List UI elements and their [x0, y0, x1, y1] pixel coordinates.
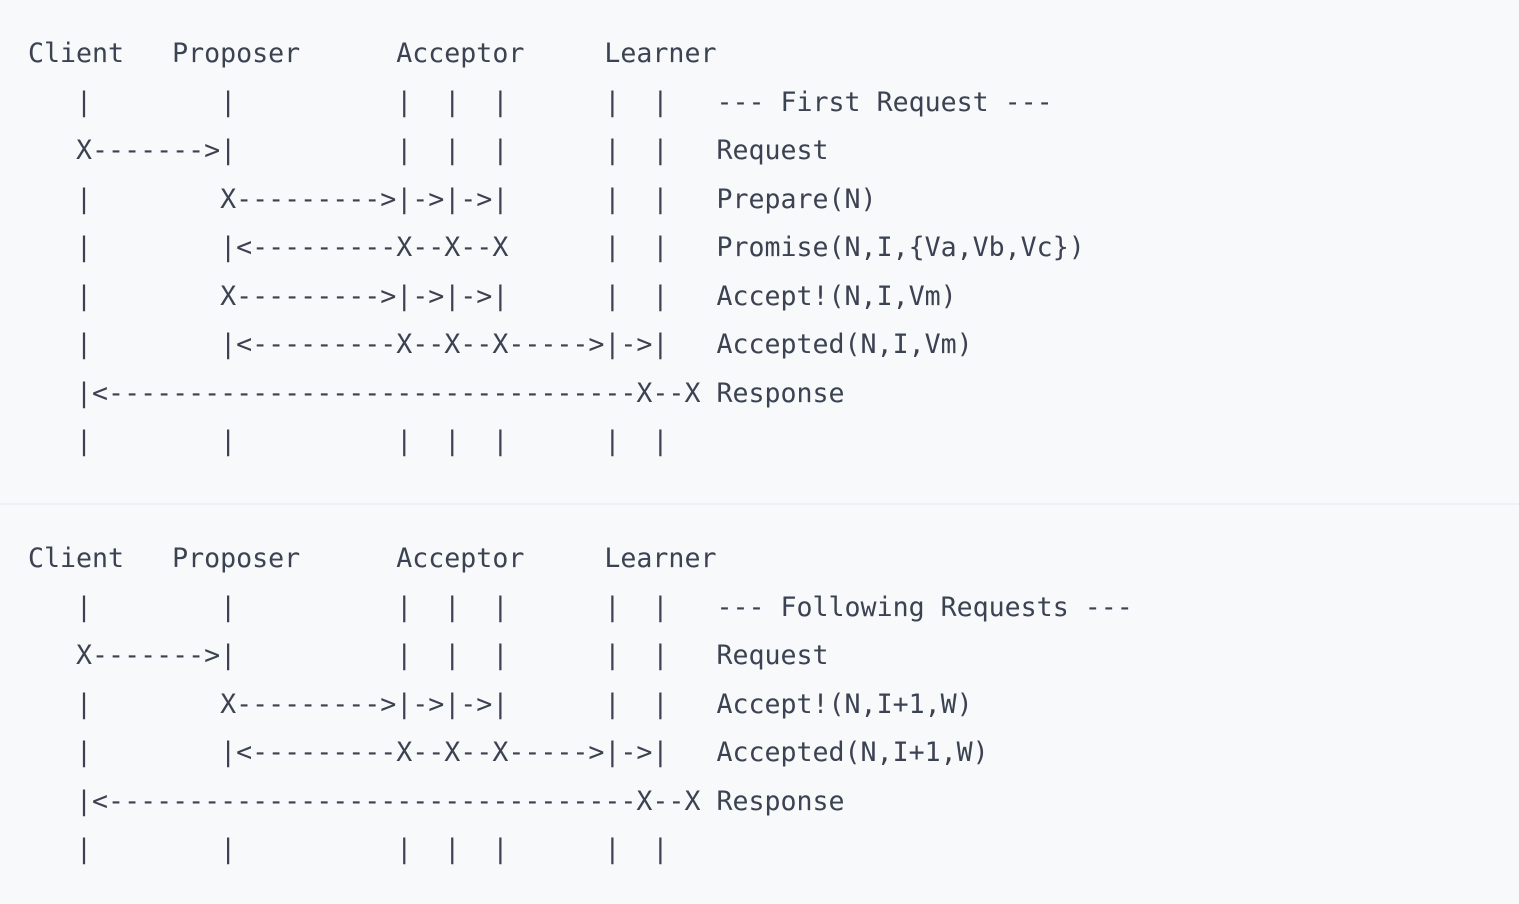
lifeline-row-bottom: | | | | | | |	[28, 426, 669, 457]
ascii-art-following-requests: Client Proposer Acceptor Learner | | | |…	[0, 535, 1519, 875]
message-row-accept: | X--------->|->|->| | | Accept!(N,I,Vm)	[28, 280, 957, 312]
message-row-response: |<---------------------------------X--X …	[28, 377, 845, 409]
message-row-prepare: | X--------->|->|->| | | Prepare(N)	[28, 183, 877, 215]
panel-first-request: Client Proposer Acceptor Learner | | | |…	[0, 30, 1519, 505]
message-row-response: |<---------------------------------X--X …	[28, 785, 845, 817]
message-row-accept: | X--------->|->|->| | | Accept!(N,I+1,W…	[28, 688, 973, 720]
message-row-promise: | |<---------X--X--X | | Promise(N,I,{Va…	[28, 232, 1085, 263]
lifeline-row-top: | | | | | | | --- First Request ---	[28, 86, 1053, 118]
message-row-request: X------->| | | | | | Request	[28, 135, 829, 166]
message-row-request: X------->| | | | | | Request	[28, 640, 829, 671]
header-row: Client Proposer Acceptor Learner	[28, 38, 717, 69]
lifeline-row-top: | | | | | | | --- Following Requests ---	[28, 591, 1133, 623]
message-row-accepted: | |<---------X--X--X----->|->| Accepted(…	[28, 737, 989, 768]
panel-following-requests: Client Proposer Acceptor Learner | | | |…	[0, 505, 1519, 904]
message-row-accepted: | |<---------X--X--X----->|->| Accepted(…	[28, 329, 973, 360]
lifeline-row-bottom: | | | | | | |	[28, 834, 669, 865]
panel-separator	[0, 503, 1519, 505]
header-row: Client Proposer Acceptor Learner	[28, 543, 717, 574]
ascii-art-first-request: Client Proposer Acceptor Learner | | | |…	[0, 30, 1519, 467]
